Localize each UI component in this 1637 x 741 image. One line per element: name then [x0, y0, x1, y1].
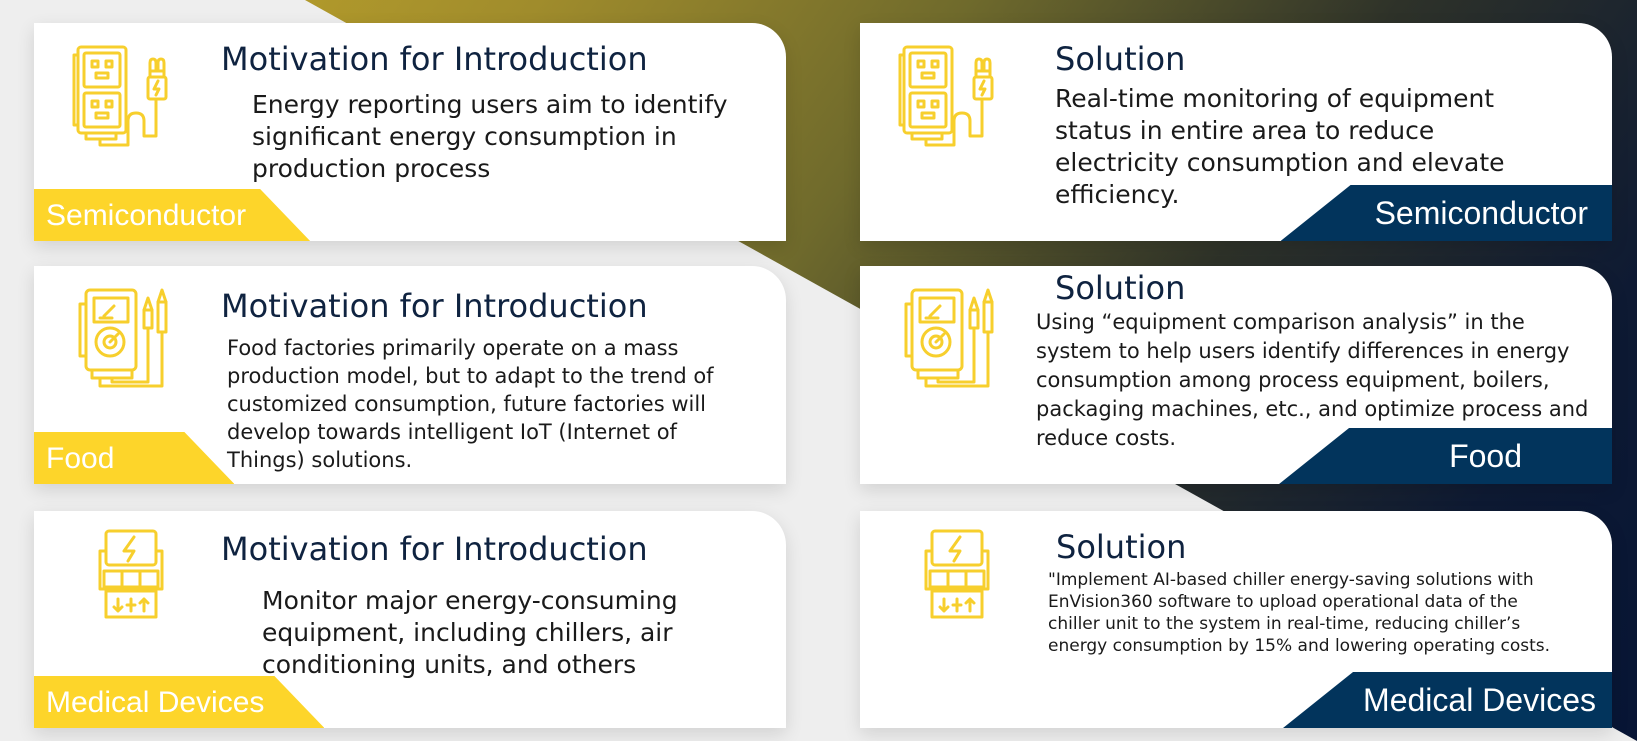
card-description: Monitor major energy-consuming equipment…: [262, 586, 678, 679]
card-description: Using “equipment comparison analysis” in…: [1036, 310, 1589, 450]
power-strip-plug-icon: [896, 41, 1006, 151]
solution-card-medical-devices: Solution "Implement AI-based chiller ene…: [860, 511, 1612, 728]
card-title: Motivation for Introduction: [221, 530, 648, 568]
motivation-card-semiconductor: Motivation for Introduction Energy repor…: [34, 23, 786, 241]
card-description: Food factories primarily operate on a ma…: [227, 336, 714, 472]
multimeter-icon: [70, 284, 180, 394]
card-title: Solution: [1056, 528, 1187, 566]
industry-tag: Medical Devices: [1283, 672, 1612, 728]
card-title: Motivation for Introduction: [221, 287, 648, 325]
card-description: Real-time monitoring of equipment status…: [1055, 84, 1505, 209]
card-title: Solution: [1055, 40, 1186, 78]
multimeter-icon: [896, 284, 1006, 394]
solution-card-semiconductor: Solution Real-time monitoring of equipme…: [860, 23, 1612, 241]
power-strip-plug-icon: [70, 41, 180, 151]
card-description: "Implement AI-based chiller energy-savin…: [1048, 570, 1551, 656]
card-title: Solution: [1055, 269, 1186, 307]
card-title: Motivation for Introduction: [221, 40, 648, 78]
industry-tag: Food: [34, 432, 234, 484]
industry-tag: Semiconductor: [34, 189, 310, 241]
industry-tag: Medical Devices: [34, 676, 324, 728]
motivation-card-medical-devices: Motivation for Introduction Monitor majo…: [34, 511, 786, 728]
motivation-card-food: Motivation for Introduction Food factori…: [34, 266, 786, 484]
card-description: Energy reporting users aim to identify s…: [252, 90, 728, 183]
solution-card-food: Solution Using “equipment comparison ana…: [860, 266, 1612, 484]
energy-meter-icon: [902, 525, 1012, 635]
energy-meter-icon: [76, 525, 186, 635]
